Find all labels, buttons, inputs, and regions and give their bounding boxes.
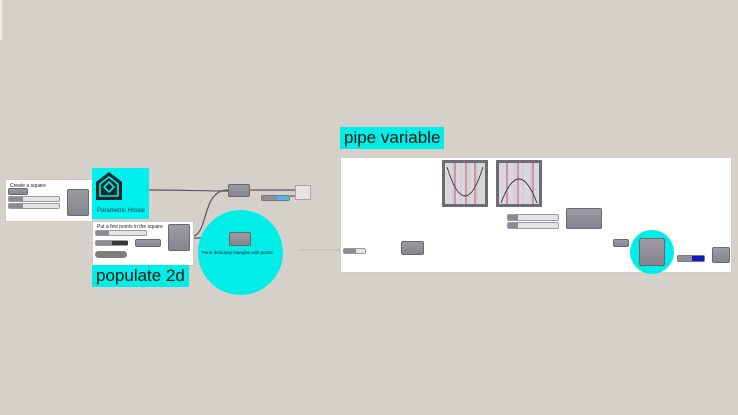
toggle-pill[interactable]: [95, 251, 127, 258]
graph-mapper-bell[interactable]: [496, 160, 542, 207]
slider-knob[interactable]: [9, 197, 23, 201]
slider-dark-segment: [112, 241, 128, 245]
delaunay-highlight: [198, 210, 283, 295]
delaunay-caption: Form delaunay triangles with points: [202, 250, 273, 255]
seed-slider[interactable]: [95, 240, 128, 246]
graph-mapper-parabola[interactable]: [442, 160, 488, 207]
slider-knob[interactable]: [96, 231, 109, 235]
bounds-component[interactable]: [135, 239, 161, 247]
slider-knob[interactable]: [96, 241, 112, 245]
remap-component[interactable]: [566, 208, 602, 229]
slider-knob[interactable]: [508, 215, 518, 220]
slider-knob[interactable]: [508, 223, 518, 228]
custom-preview-component[interactable]: [712, 247, 730, 263]
group-title: Put a few points in the square: [97, 224, 163, 230]
colour-slider[interactable]: [677, 255, 705, 262]
divide-curve-component[interactable]: [401, 241, 424, 255]
pipe-variable-component[interactable]: [639, 238, 665, 266]
param-component[interactable]: [8, 188, 28, 195]
number-slider[interactable]: [8, 203, 60, 209]
slider-knob[interactable]: [344, 249, 356, 253]
preview-component[interactable]: [295, 185, 311, 200]
wire: [147, 189, 229, 192]
populate-2d-label: populate 2d: [92, 265, 189, 287]
delaunay-component[interactable]: [229, 232, 251, 246]
number-slider[interactable]: [343, 248, 366, 254]
populate-2d-component[interactable]: [168, 224, 190, 251]
number-slider[interactable]: [8, 196, 60, 202]
number-slider[interactable]: [507, 214, 559, 221]
bell-graph-icon: [500, 163, 538, 204]
parametric-house-badge: Parametric House: [92, 168, 149, 219]
wire: [189, 189, 229, 238]
number-slider[interactable]: [507, 222, 559, 229]
parametric-house-logo-icon: [96, 172, 122, 200]
pipe-variable-label: pipe variable: [340, 127, 445, 149]
slider-blue-segment: [277, 196, 289, 200]
slider-knob[interactable]: [9, 204, 23, 208]
rectangle-component[interactable]: [67, 189, 89, 216]
colour-slider[interactable]: [261, 195, 290, 201]
parametric-house-label: Parametric House: [97, 208, 146, 214]
canvas-edge: [0, 0, 2, 40]
evaluate-component[interactable]: [613, 239, 629, 247]
parabola-graph-icon: [446, 163, 484, 204]
slider-dark-blue-segment: [692, 256, 704, 261]
number-slider[interactable]: [95, 230, 147, 236]
mesh-component[interactable]: [228, 184, 250, 197]
group-title: Create a square: [10, 183, 46, 189]
